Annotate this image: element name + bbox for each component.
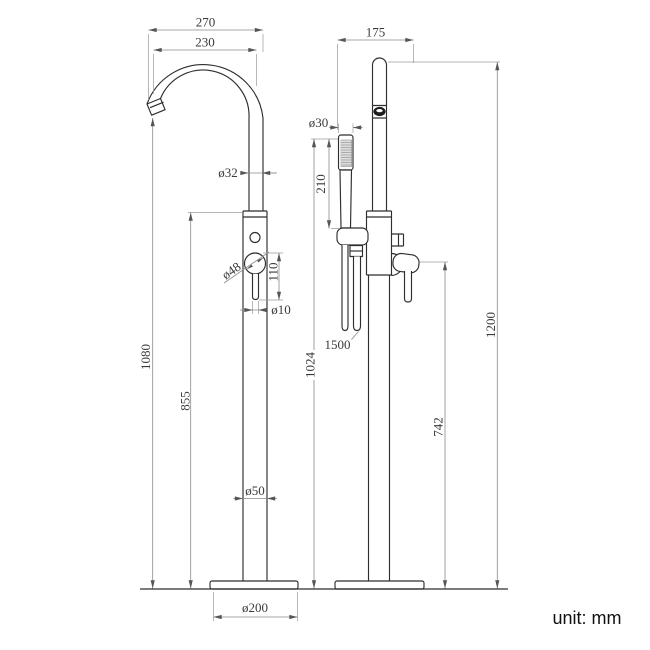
front-column [209,210,299,590]
arrow-d48-b [246,264,253,270]
valve-body-side [365,210,393,276]
spout-tube-joints [372,104,387,119]
front-view: 270 230 ø32 ø48 110 ø10 1080 855 [138,15,299,621]
base-plate-side [334,580,425,590]
dim-lever-rod-diameter: ø10 [271,302,291,317]
spout-inner-curve [159,69,250,211]
dim-handshower-height: 1024 [303,352,318,379]
handshower [336,134,369,332]
dim-handshower-length: 210 [313,174,328,194]
side-dimensions: 175 ø30 210 1024 1500 742 1200 [303,25,500,589]
ext-d10 [252,301,259,314]
dim-handle-knob-diameter: ø48 [219,259,244,282]
dim-lever-length: 110 [266,262,281,281]
leader-d48 [223,251,270,284]
ext-230 [153,54,257,94]
lever-handle-side [392,252,420,274]
dim-hose-length: 1500 [325,337,351,352]
spray-face-grid [341,140,352,167]
arrow-d48-a [257,257,264,263]
side-column-body [334,210,425,590]
side-lever [391,252,420,303]
dim-overall-height: 1200 [483,312,498,338]
dim-spout-pipe-diameter: ø32 [218,165,238,180]
spout-nozzle [146,97,166,116]
spray-face [340,139,352,167]
hose-strand-left [341,245,349,332]
column-outline [242,210,268,581]
lever-rod-front [251,274,260,301]
side-view: 175 ø30 210 1024 1500 742 1200 [303,25,500,590]
ext-175 [337,44,414,130]
shower-holder-bracket [336,227,369,246]
dim-valve-body-height: 855 [178,391,193,411]
side-spout-tube [371,57,388,211]
dim-lever-height: 742 [431,417,446,437]
unit-label: unit: mm [552,608,621,628]
front-dimensions: 270 230 ø32 ø48 110 ø10 1080 855 [138,15,298,621]
column-side [367,275,391,581]
spout-tube-side [371,57,388,211]
diverter-button-front [249,231,261,244]
dim-spout-outlet-height: 1080 [138,344,153,370]
dim-spout-reach-outer: 270 [196,15,216,30]
dim-column-diameter: ø50 [245,483,265,498]
lever-rod-side [403,271,413,303]
ext-d30 [338,123,354,133]
diverter-knob-side [391,233,405,247]
ext-270 [148,34,264,100]
base-plate-front [209,580,299,590]
gooseneck-spout [146,64,264,211]
dim-handshower-head-diameter: ø30 [309,115,329,130]
spout-outlet-highlight [376,109,383,113]
dim-base-diameter: ø200 [242,600,268,615]
handshower-handle [339,169,353,229]
spout-nozzle-seam [149,101,164,109]
leader-1500 [351,331,359,340]
hose-strand-right [352,256,362,332]
spout-outer-curve [146,64,264,211]
dim-spout-reach-inner: 230 [195,35,215,50]
dim-depth: 175 [366,25,386,40]
